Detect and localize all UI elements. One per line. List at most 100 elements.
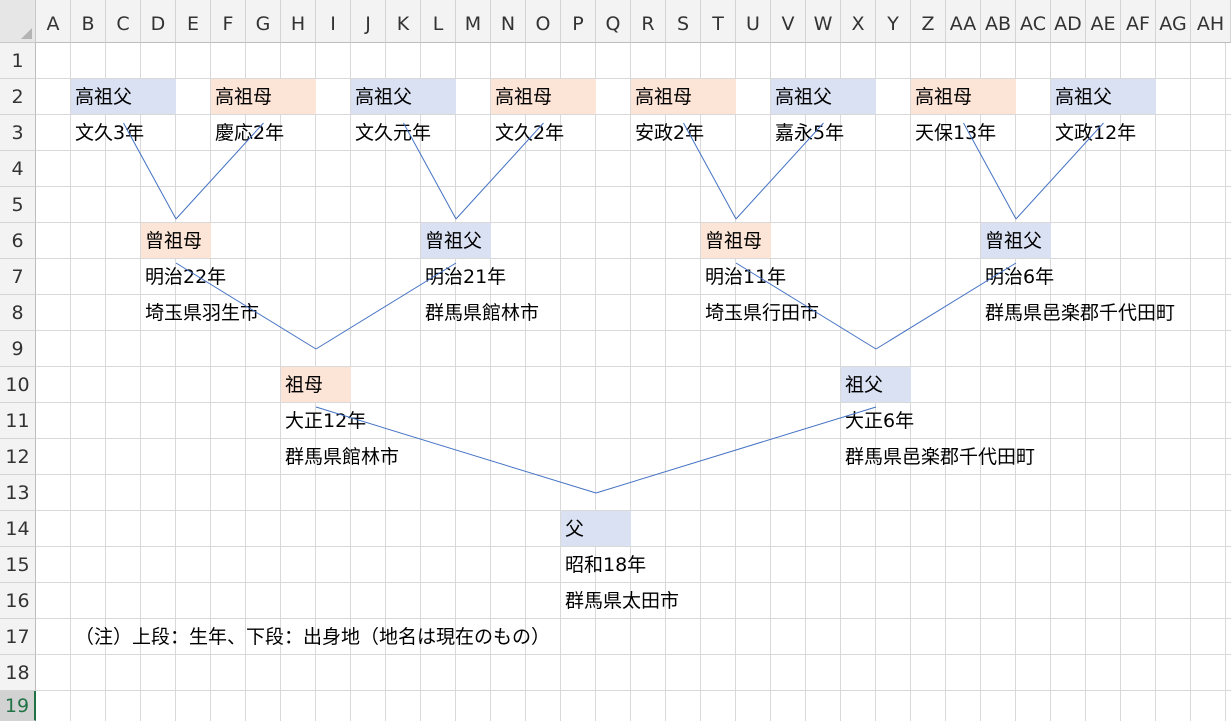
row-header-15[interactable]: 15 [0,547,36,583]
gridline-vertical [1155,43,1156,721]
gridline-horizontal [36,258,1231,259]
column-header-V[interactable]: V [771,0,806,43]
column-header-F[interactable]: F [211,0,246,43]
gridline-vertical [385,43,386,721]
row-header-19[interactable]: 19 [0,691,36,721]
gridline-horizontal [36,330,1231,331]
person-cell-gg3[interactable] [351,79,456,114]
row-header-9[interactable]: 9 [0,331,36,367]
person-birth-year: 天保13年 [915,122,997,144]
gridline-vertical [665,43,666,721]
gridline-vertical [1120,43,1121,721]
person-cell-f1[interactable] [561,511,631,546]
person-cell-gg6[interactable] [771,79,876,114]
person-role: 曾祖母 [145,230,203,252]
row-header-16[interactable]: 16 [0,583,36,619]
row-header-4[interactable]: 4 [0,151,36,187]
row-header-14[interactable]: 14 [0,511,36,547]
gridline-vertical [1225,43,1226,721]
gridline-horizontal [36,438,1231,439]
person-cell-gg4[interactable] [491,79,596,114]
person-cell-g1[interactable] [141,223,211,258]
row-header-1[interactable]: 1 [0,43,36,79]
column-header-E[interactable]: E [176,0,211,43]
row-header-10[interactable]: 10 [0,367,36,403]
person-cell-gg8[interactable] [1051,79,1156,114]
column-header-Z[interactable]: Z [911,0,946,43]
select-all-button[interactable] [0,0,36,43]
gridline-vertical [105,43,106,721]
gridline-vertical [700,43,701,721]
person-birthplace: 群馬県館林市 [285,446,400,468]
column-header-AH[interactable]: AH [1191,0,1231,43]
row-header-5[interactable]: 5 [0,187,36,223]
row-header-7[interactable]: 7 [0,259,36,295]
person-birthplace: 埼玉県行田市 [705,302,820,324]
person-cell-gg7[interactable] [911,79,1016,114]
column-header-U[interactable]: U [736,0,771,43]
person-cell-g2[interactable] [421,223,491,258]
column-header-AA[interactable]: AA [946,0,981,43]
person-birth-year: 文久2年 [495,122,565,144]
person-role: 祖父 [845,374,884,396]
gridline-horizontal [36,474,1231,475]
column-header-X[interactable]: X [841,0,876,43]
column-header-G[interactable]: G [246,0,281,43]
row-header-8[interactable]: 8 [0,295,36,331]
row-header-18[interactable]: 18 [0,655,36,691]
column-header-Q[interactable]: Q [596,0,631,43]
column-header-I[interactable]: I [316,0,351,43]
gridline-vertical [805,43,806,721]
column-header-Y[interactable]: Y [876,0,911,43]
person-cell-g4[interactable] [981,223,1051,258]
row-header-12[interactable]: 12 [0,439,36,475]
row-header-6[interactable]: 6 [0,223,36,259]
column-header-AC[interactable]: AC [1016,0,1051,43]
person-birth-year: 嘉永5年 [775,122,845,144]
gridline-horizontal [36,186,1231,187]
column-header-B[interactable]: B [71,0,106,43]
gridline-vertical [735,43,736,721]
column-header-M[interactable]: M [456,0,491,43]
row-header-13[interactable]: 13 [0,475,36,511]
column-header-R[interactable]: R [631,0,666,43]
column-header-AB[interactable]: AB [981,0,1016,43]
gridline-vertical [210,43,211,721]
person-cell-p1[interactable] [281,367,351,402]
column-header-AG[interactable]: AG [1156,0,1191,43]
column-header-AD[interactable]: AD [1051,0,1086,43]
column-header-A[interactable]: A [36,0,71,43]
column-header-AE[interactable]: AE [1086,0,1121,43]
column-header-J[interactable]: J [351,0,386,43]
column-header-S[interactable]: S [666,0,701,43]
column-header-AF[interactable]: AF [1121,0,1156,43]
column-header-O[interactable]: O [526,0,561,43]
gridline-horizontal [36,690,1231,691]
column-header-L[interactable]: L [421,0,456,43]
person-cell-p2[interactable] [841,367,911,402]
gridline-vertical [280,43,281,721]
gridline-horizontal [36,366,1231,367]
row-header-3[interactable]: 3 [0,115,36,151]
column-header-K[interactable]: K [386,0,421,43]
row-header-11[interactable]: 11 [0,403,36,439]
column-header-C[interactable]: C [106,0,141,43]
column-header-H[interactable]: H [281,0,316,43]
row-header-17[interactable]: 17 [0,619,36,655]
column-header-P[interactable]: P [561,0,596,43]
column-header-T[interactable]: T [701,0,736,43]
person-cell-g3[interactable] [701,223,771,258]
person-cell-gg2[interactable] [211,79,316,114]
gridline-vertical [140,43,141,721]
column-header-D[interactable]: D [141,0,176,43]
row-header-2[interactable]: 2 [0,79,36,115]
person-birth-year: 文久3年 [75,122,145,144]
person-cell-gg5[interactable] [631,79,736,114]
person-cell-gg1[interactable] [71,79,176,114]
column-header-W[interactable]: W [806,0,841,43]
gridline-horizontal [36,294,1231,295]
column-header-N[interactable]: N [491,0,526,43]
gridline-vertical [70,43,71,721]
gridline-vertical [840,43,841,721]
